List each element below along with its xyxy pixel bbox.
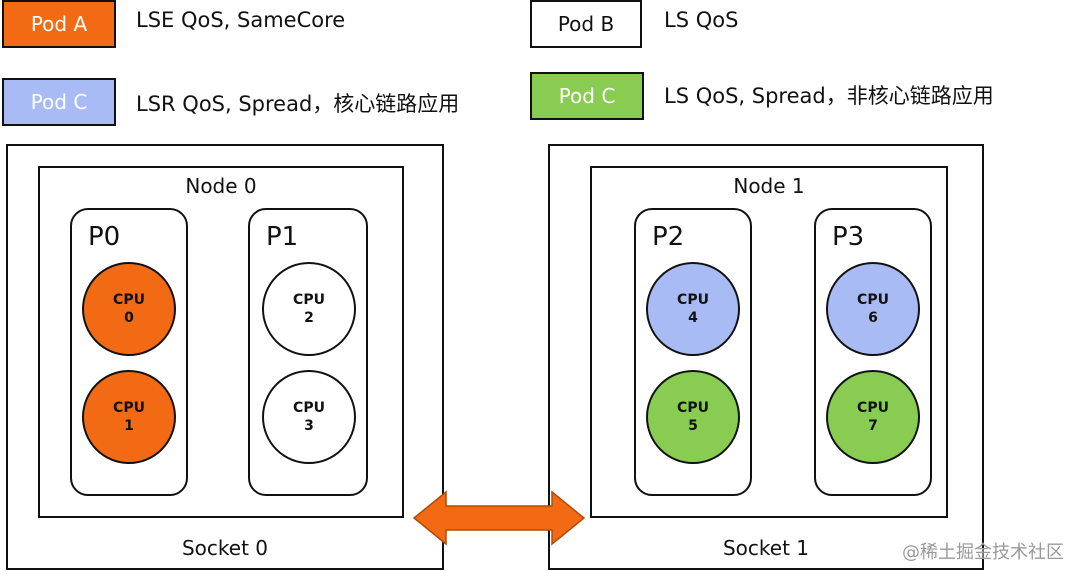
processor-p0: [70, 208, 188, 496]
cpu-1: CPU 1: [82, 370, 176, 464]
cpu-3-name: CPU: [293, 400, 325, 416]
cpu-4-id: 4: [688, 310, 698, 326]
legend-pod-c-core: Pod C: [2, 78, 116, 126]
watermark: @稀土掘金技术社区: [902, 542, 1064, 563]
cpu-4-name: CPU: [677, 292, 709, 308]
processor-p1: [248, 208, 368, 496]
socket-1-label: Socket 1: [722, 536, 810, 560]
legend-pod-a-label: Pod A: [30, 12, 88, 36]
legend-pod-b: Pod B: [530, 0, 642, 48]
cpu-4: CPU 4: [646, 262, 740, 356]
cpu-7-name: CPU: [857, 400, 889, 416]
processor-p1-label: P1: [266, 222, 299, 252]
cpu-0-id: 0: [124, 310, 134, 326]
processor-p3-label: P3: [832, 222, 865, 252]
cpu-6-name: CPU: [857, 292, 889, 308]
cpu-2-name: CPU: [293, 292, 325, 308]
node-0-label: Node 0: [185, 174, 257, 198]
cpu-2: CPU 2: [262, 262, 356, 356]
node-1-label: Node 1: [733, 174, 805, 198]
cpu-5-name: CPU: [677, 400, 709, 416]
interconnect-arrow: [412, 490, 586, 546]
legend-pod-c-core-label: Pod C: [30, 90, 88, 114]
cpu-3-id: 3: [304, 418, 314, 434]
cpu-2-id: 2: [304, 310, 314, 326]
socket-1: [548, 144, 984, 570]
legend-pod-c-noncore-label: Pod C: [558, 84, 616, 108]
cpu-0-name: CPU: [113, 292, 145, 308]
legend-pod-c-noncore-desc: LS QoS, Spread，非核心链路应用: [664, 84, 994, 108]
cpu-5-id: 5: [688, 418, 698, 434]
node-0: [38, 166, 404, 518]
legend-pod-c-core-desc: LSR QoS, Spread，核心链路应用: [136, 92, 460, 116]
legend-pod-b-label: Pod B: [557, 12, 615, 36]
cpu-1-name: CPU: [113, 400, 145, 416]
cpu-6: CPU 6: [826, 262, 920, 356]
legend-pod-c-noncore: Pod C: [530, 72, 644, 120]
cpu-0: CPU 0: [82, 262, 176, 356]
cpu-7-id: 7: [868, 418, 878, 434]
cpu-5: CPU 5: [646, 370, 740, 464]
legend-pod-a: Pod A: [2, 0, 116, 48]
legend-pod-a-desc: LSE QoS, SameCore: [136, 8, 346, 32]
cpu-7: CPU 7: [826, 370, 920, 464]
processor-p3: [814, 208, 932, 496]
socket-0-label: Socket 0: [181, 536, 269, 560]
cpu-1-id: 1: [124, 418, 134, 434]
legend-pod-b-desc: LS QoS: [664, 8, 739, 32]
processor-p2: [634, 208, 752, 496]
cpu-6-id: 6: [868, 310, 878, 326]
node-1: [590, 166, 948, 518]
cpu-3: CPU 3: [262, 370, 356, 464]
interconnect-arrow-shape: [412, 490, 586, 546]
processor-p2-label: P2: [652, 222, 685, 252]
processor-p0-label: P0: [88, 222, 121, 252]
